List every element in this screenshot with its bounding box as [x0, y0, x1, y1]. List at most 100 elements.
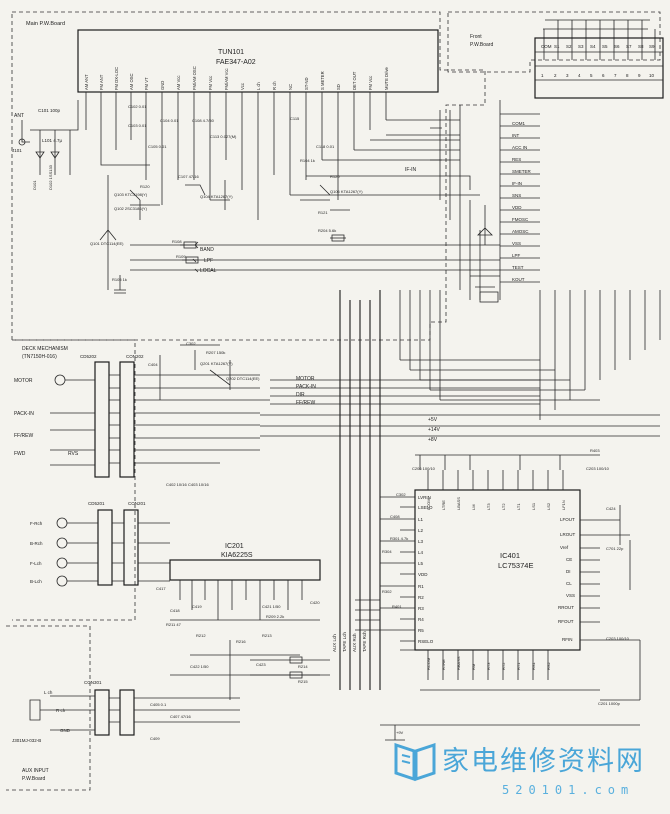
svg-text:ANT: ANT	[14, 113, 24, 119]
svg-text:R4: R4	[418, 617, 424, 622]
svg-text:FM Vcc: FM Vcc	[208, 76, 213, 90]
svg-text:CD5201: CD5201	[88, 501, 105, 506]
svg-text:RT3: RT3	[486, 662, 491, 670]
svg-text:B-Rch: B-Rch	[30, 541, 43, 546]
svg-text:8: 8	[626, 73, 629, 78]
tuner-component-labels: C102 0.01 C103 0.01 C104 0.01 C105 0.01 …	[90, 104, 363, 282]
svg-text:IF-IN: IF-IN	[512, 181, 522, 186]
svg-text:COM1: COM1	[512, 121, 525, 126]
svg-text:C104 0.01: C104 0.01	[160, 118, 179, 123]
svg-text:SNS: SNS	[512, 193, 521, 198]
svg-text:Q202 DTC114(EE): Q202 DTC114(EE)	[226, 376, 260, 381]
svg-text:LT3: LT3	[486, 503, 491, 510]
svg-text:R211 47: R211 47	[166, 622, 182, 627]
watermark: 家电维修资料网 520101.com	[392, 735, 667, 805]
svg-text:C405 0.1: C405 0.1	[150, 702, 167, 707]
svg-text:9: 9	[638, 73, 641, 78]
svg-text:F-Lch: F-Lch	[30, 561, 42, 566]
svg-text:R301 4.7k: R301 4.7k	[390, 536, 408, 541]
svg-text:RES: RES	[512, 157, 521, 162]
svg-text:4: 4	[578, 73, 581, 78]
svg-text:C302: C302	[186, 341, 196, 346]
svg-text:AUX Rch: AUX Rch	[352, 633, 357, 652]
main-board-label: Main P.W.Board	[26, 21, 65, 27]
svg-text:10: 10	[649, 73, 655, 78]
svg-text:R105 1k: R105 1k	[112, 277, 127, 282]
svg-text:R304: R304	[382, 549, 392, 554]
tuner-part: FAE347-A02	[216, 59, 256, 66]
ic201	[169, 559, 321, 581]
svg-text:LPF: LPF	[204, 258, 213, 264]
svg-text:R209 2.2k: R209 2.2k	[266, 614, 284, 619]
svg-text:C113 0.027(M): C113 0.027(M)	[210, 134, 237, 139]
svg-text:LM: LM	[471, 504, 476, 510]
svg-text:C107 47/16: C107 47/16	[178, 174, 199, 179]
svg-text:RVS: RVS	[68, 451, 79, 457]
svg-text:LBASS: LBASS	[456, 497, 461, 510]
svg-text:DIR: DIR	[296, 392, 305, 398]
tuner-pin-labels: AM ANT FM ANT FM DX-LOC AM OSC FM VT GND…	[84, 66, 389, 90]
svg-text:LT1: LT1	[516, 503, 521, 510]
svg-text:GND: GND	[160, 81, 165, 90]
svg-text:Q104 KTA1267(Y): Q104 KTA1267(Y)	[200, 194, 233, 199]
svg-text:S9: S9	[649, 44, 655, 49]
svg-text:R214: R214	[298, 664, 308, 669]
svg-text:C402 10/16: C402 10/16	[166, 482, 187, 487]
bus-signal-labels: MOTOR PACK-IN DIR FF/REW +5V +14V +8V	[296, 376, 440, 443]
svg-text:LOCAL: LOCAL	[200, 268, 217, 274]
svg-text:PACK-IN: PACK-IN	[296, 384, 316, 390]
svg-text:LVRIN: LVRIN	[418, 495, 431, 500]
svg-text:ACC IN: ACC IN	[512, 145, 527, 150]
svg-text:R121: R121	[318, 210, 328, 215]
svg-text:RS2: RS2	[546, 661, 551, 670]
svg-text:Q102 2SC3186(Y): Q102 2SC3186(Y)	[114, 206, 148, 211]
svg-text:C420: C420	[310, 600, 320, 605]
svg-text:R2: R2	[418, 595, 424, 600]
svg-text:DET OUT: DET OUT	[352, 71, 357, 90]
head-connectors: CD5201 CON201 F-Rch B-Rch F-Lch B-Lch	[30, 501, 170, 587]
svg-text:AM ANT: AM ANT	[84, 74, 89, 90]
svg-text:FM/AM OSC: FM/AM OSC	[192, 66, 197, 90]
svg-text:R212: R212	[196, 633, 206, 638]
svg-text:(TN7150H-016): (TN7150H-016)	[22, 354, 57, 360]
svg-text:R ch: R ch	[56, 708, 66, 713]
svg-text:S METER: S METER	[320, 71, 325, 90]
svg-text:TAPE Rch: TAPE Rch	[362, 631, 367, 652]
deck-mechanism: DECK MECHANISM (TN7150H-016) CD5202 CON2…	[14, 346, 270, 478]
svg-text:RROUT: RROUT	[558, 605, 574, 610]
svg-text:AUX INPUT: AUX INPUT	[22, 768, 49, 774]
svg-text:VDD: VDD	[418, 572, 428, 577]
svg-text:RFIN: RFIN	[562, 637, 573, 642]
svg-text:MOTOR: MOTOR	[14, 378, 33, 384]
svg-text:VSS: VSS	[512, 241, 521, 246]
svg-text:R109: R109	[176, 254, 186, 259]
svg-text:AMOSC: AMOSC	[512, 229, 529, 234]
svg-text:Q101 DTC114(EE): Q101 DTC114(EE)	[90, 241, 124, 246]
svg-text:C105 0.01: C105 0.01	[148, 144, 167, 149]
ic201-surround	[170, 580, 330, 700]
svg-text:R108: R108	[172, 239, 182, 244]
svg-text:LS1: LS1	[531, 502, 536, 510]
svg-text:+9V: +9V	[396, 730, 404, 735]
svg-text:FM ANT: FM ANT	[99, 74, 104, 90]
svg-text:CON301: CON301	[84, 680, 102, 685]
front-connector-labels: COM S1 S2 S3 S4 S5 S6 S7 S8 S9 1 2 3 4 5…	[541, 44, 655, 78]
svg-text:CE: CE	[566, 557, 572, 562]
svg-text:1: 1	[541, 73, 544, 78]
svg-text:KOUT: KOUT	[512, 277, 525, 282]
svg-text:6: 6	[602, 73, 605, 78]
svg-text:C108 4.7/50: C108 4.7/50	[192, 118, 215, 123]
svg-text:IF-IN: IF-IN	[405, 167, 416, 173]
ic401-top-pins: LCOM LTRE LBASS LM LT3 LT2 LT1 LS1 LS2 L…	[426, 470, 566, 510]
svg-text:C407 47/16: C407 47/16	[170, 714, 191, 719]
svg-text:TEST: TEST	[512, 265, 524, 270]
svg-text:DECK MECHANISM: DECK MECHANISM	[22, 346, 68, 352]
svg-text:L3: L3	[418, 539, 424, 544]
source-labels: AUX Lch TAPE Lch AUX Rch TAPE Rch	[332, 631, 367, 652]
svg-text:L ch: L ch	[44, 690, 53, 695]
front-board-label: Front	[470, 34, 482, 40]
svg-text:Q106 KTA1267(Y): Q106 KTA1267(Y)	[330, 189, 363, 194]
svg-text:R3: R3	[418, 606, 424, 611]
ic401	[414, 489, 581, 651]
